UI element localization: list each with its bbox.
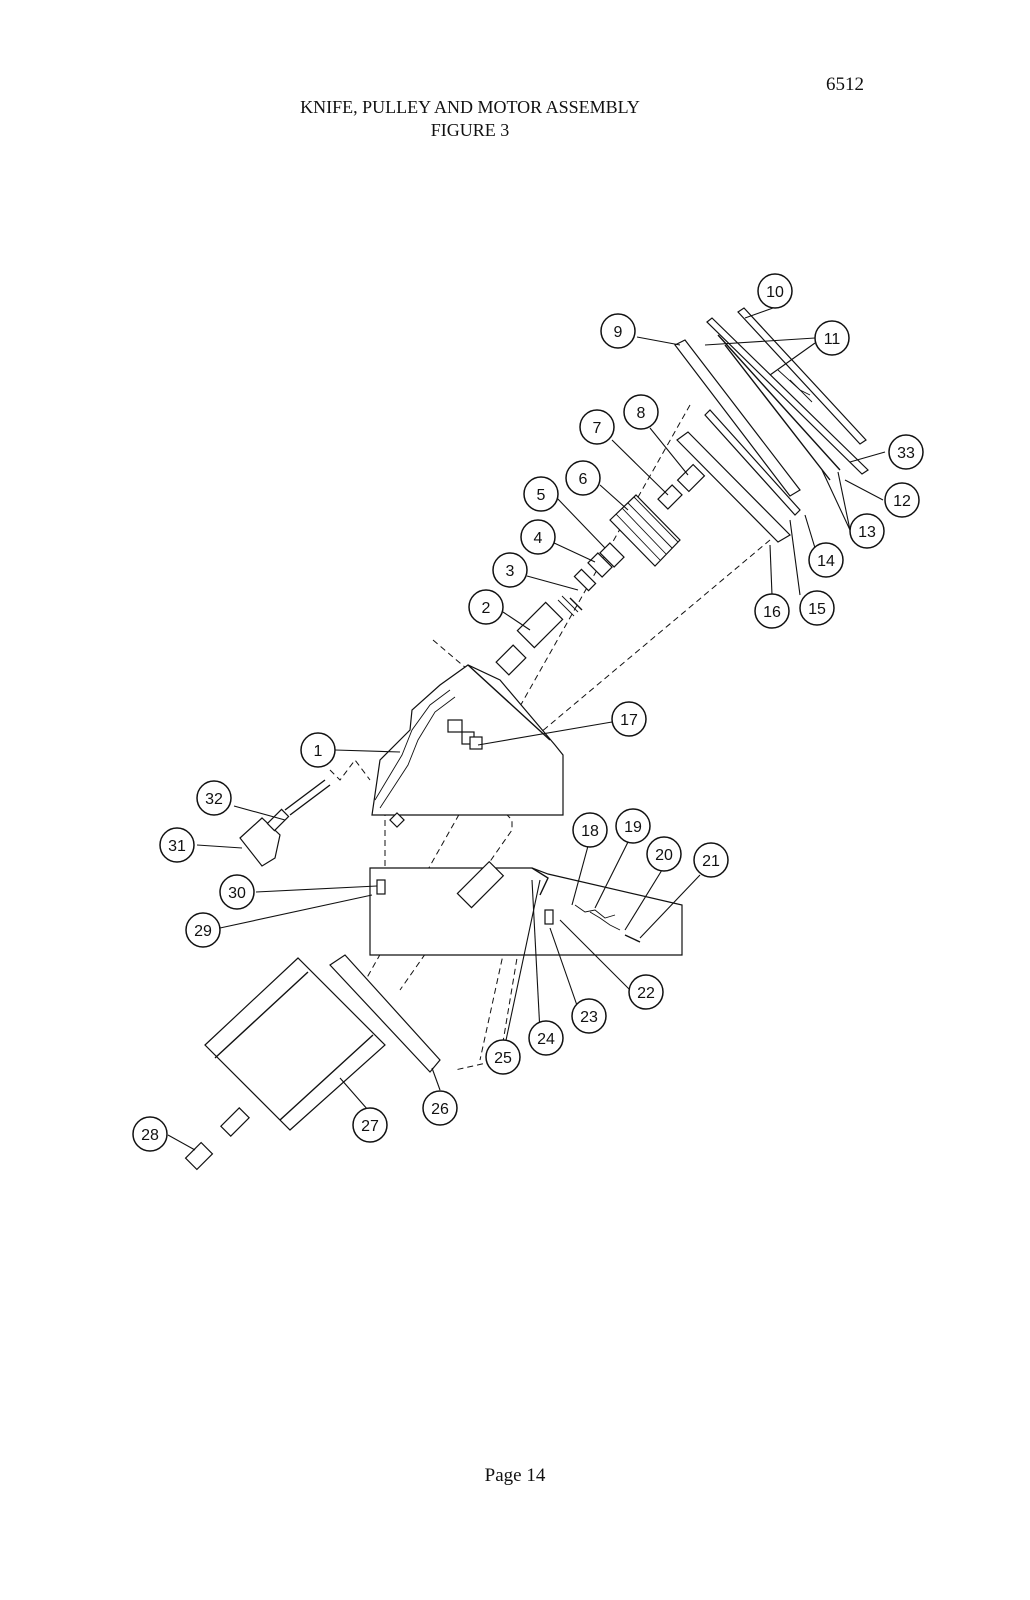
svg-text:21: 21 bbox=[702, 853, 720, 870]
figure-label: FIGURE 3 bbox=[430, 119, 510, 140]
callout-2: 2 bbox=[468, 589, 504, 625]
svg-text:13: 13 bbox=[858, 524, 876, 541]
callout-28: 28 bbox=[132, 1116, 168, 1152]
callout-5: 5 bbox=[523, 476, 559, 512]
svg-text:31: 31 bbox=[168, 838, 186, 855]
hub-pieces bbox=[657, 463, 706, 510]
callout-27: 27 bbox=[352, 1107, 388, 1143]
svg-text:12: 12 bbox=[893, 493, 911, 510]
spacers bbox=[569, 542, 625, 611]
svg-text:26: 26 bbox=[431, 1101, 449, 1118]
document-number: 6512 bbox=[826, 74, 864, 95]
base-housing bbox=[369, 860, 683, 956]
svg-text:22: 22 bbox=[637, 985, 655, 1002]
callout-3: 3 bbox=[492, 552, 528, 588]
svg-text:16: 16 bbox=[763, 604, 781, 621]
svg-text:19: 19 bbox=[624, 819, 642, 836]
shaft bbox=[495, 595, 579, 676]
callout-26: 26 bbox=[422, 1090, 458, 1126]
svg-text:6: 6 bbox=[579, 471, 588, 488]
svg-text:18: 18 bbox=[581, 823, 599, 840]
callout-33: 33 bbox=[888, 434, 924, 470]
motor bbox=[204, 954, 441, 1131]
callout-7: 7 bbox=[579, 409, 615, 445]
callout-22: 22 bbox=[628, 974, 664, 1010]
svg-text:10: 10 bbox=[766, 284, 784, 301]
svg-text:14: 14 bbox=[817, 553, 835, 570]
page-number: Page 14 bbox=[484, 1465, 546, 1486]
callout-14: 14 bbox=[808, 542, 844, 578]
pulley bbox=[609, 494, 681, 567]
callout-8: 8 bbox=[623, 394, 659, 430]
callout-1: 1 bbox=[300, 732, 336, 768]
callout-19: 19 bbox=[615, 808, 651, 844]
callout-6: 6 bbox=[565, 460, 601, 496]
callout-18: 18 bbox=[572, 812, 608, 848]
svg-text:23: 23 bbox=[580, 1009, 598, 1026]
svg-text:5: 5 bbox=[537, 487, 546, 504]
svg-text:25: 25 bbox=[494, 1050, 512, 1067]
svg-text:17: 17 bbox=[620, 712, 638, 729]
nut bbox=[469, 736, 483, 750]
callout-25: 25 bbox=[485, 1039, 521, 1075]
callout-20: 20 bbox=[646, 836, 682, 872]
svg-text:24: 24 bbox=[537, 1031, 555, 1048]
callout-4: 4 bbox=[520, 519, 556, 555]
callout-23: 23 bbox=[571, 998, 607, 1034]
blade-plates bbox=[674, 307, 869, 497]
callout-13: 13 bbox=[849, 513, 885, 549]
callout-12: 12 bbox=[884, 482, 920, 518]
figure-title: KNIFE, PULLEY AND MOTOR ASSEMBLY bbox=[300, 97, 640, 117]
svg-text:30: 30 bbox=[228, 885, 246, 902]
callout-11: 11 bbox=[814, 320, 850, 356]
leader-lines bbox=[167, 307, 886, 1151]
support-plate bbox=[676, 409, 801, 543]
svg-text:2: 2 bbox=[482, 600, 491, 617]
callout-31: 31 bbox=[159, 827, 195, 863]
svg-text:1: 1 bbox=[314, 743, 323, 760]
svg-text:4: 4 bbox=[534, 530, 543, 547]
svg-text:3: 3 bbox=[506, 563, 515, 580]
callout-17: 17 bbox=[611, 701, 647, 737]
knife-housing bbox=[371, 664, 564, 828]
handle-and-screw bbox=[239, 779, 331, 867]
svg-text:8: 8 bbox=[637, 405, 646, 422]
callout-29: 29 bbox=[185, 912, 221, 948]
callout-9: 9 bbox=[600, 313, 636, 349]
svg-text:33: 33 bbox=[897, 445, 915, 462]
callout-21: 21 bbox=[693, 842, 729, 878]
callouts: 1 2 3 4 5 6 7 8 9 10 11 12 13 14 15 16 1… bbox=[132, 273, 924, 1152]
callout-30: 30 bbox=[219, 874, 255, 910]
svg-text:20: 20 bbox=[655, 847, 673, 864]
callout-16: 16 bbox=[754, 593, 790, 629]
svg-text:29: 29 bbox=[194, 923, 212, 940]
callout-10: 10 bbox=[757, 273, 793, 309]
svg-text:32: 32 bbox=[205, 791, 223, 808]
callout-15: 15 bbox=[799, 590, 835, 626]
callout-32: 32 bbox=[196, 780, 232, 816]
callout-24: 24 bbox=[528, 1020, 564, 1056]
bolt bbox=[184, 1107, 250, 1171]
svg-text:9: 9 bbox=[614, 324, 623, 341]
svg-text:7: 7 bbox=[593, 420, 602, 437]
svg-text:15: 15 bbox=[808, 601, 826, 618]
svg-text:11: 11 bbox=[824, 331, 841, 348]
svg-text:28: 28 bbox=[141, 1127, 159, 1144]
figure-title-block: KNIFE, PULLEY AND MOTOR ASSEMBLY FIGURE … bbox=[180, 96, 760, 141]
svg-text:27: 27 bbox=[361, 1118, 379, 1135]
